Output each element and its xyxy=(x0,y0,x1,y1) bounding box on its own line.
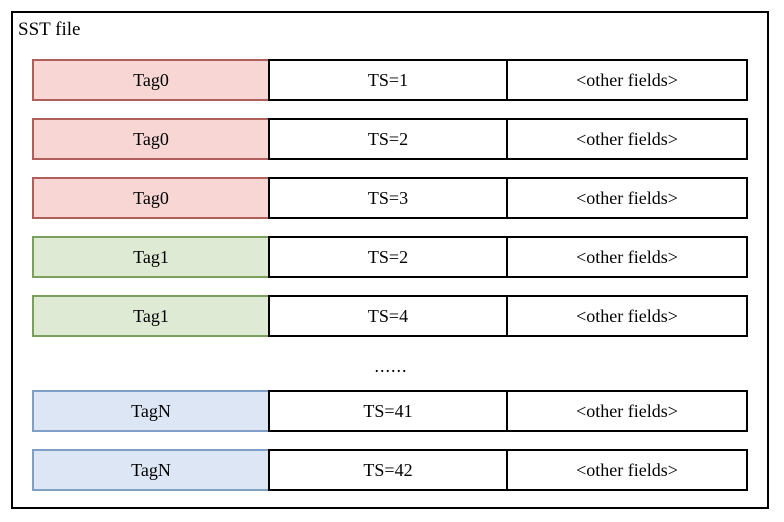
sst-file-container: SST file Tag0 TS=1 <other fields> Tag0 T… xyxy=(11,11,769,509)
other-fields-cell: <other fields> xyxy=(506,390,748,432)
timestamp-cell: TS=41 xyxy=(268,390,508,432)
other-fields-cell: <other fields> xyxy=(506,449,748,491)
timestamp-cell: TS=42 xyxy=(268,449,508,491)
tag-cell: Tag1 xyxy=(32,236,270,278)
ellipsis-separator: ...... xyxy=(374,355,408,376)
tag-cell: Tag1 xyxy=(32,295,270,337)
table-row: TagN TS=42 <other fields> xyxy=(32,449,750,491)
other-fields-cell: <other fields> xyxy=(506,295,748,337)
tag-cell: TagN xyxy=(32,390,270,432)
table-row: TagN TS=41 <other fields> xyxy=(32,390,750,432)
record-rows-group: Tag0 TS=1 <other fields> Tag0 TS=2 <othe… xyxy=(13,59,767,508)
table-row: Tag1 TS=2 <other fields> xyxy=(32,236,750,278)
timestamp-cell: TS=1 xyxy=(268,59,508,101)
other-fields-cell: <other fields> xyxy=(506,236,748,278)
table-row: Tag0 TS=1 <other fields> xyxy=(32,59,750,101)
timestamp-cell: TS=4 xyxy=(268,295,508,337)
sst-file-title: SST file xyxy=(18,19,81,40)
tag-cell: Tag0 xyxy=(32,118,270,160)
timestamp-cell: TS=2 xyxy=(268,118,508,160)
table-row: Tag1 TS=4 <other fields> xyxy=(32,295,750,337)
tag-cell: Tag0 xyxy=(32,177,270,219)
timestamp-cell: TS=3 xyxy=(268,177,508,219)
other-fields-cell: <other fields> xyxy=(506,177,748,219)
other-fields-cell: <other fields> xyxy=(506,118,748,160)
tag-cell: TagN xyxy=(32,449,270,491)
timestamp-cell: TS=2 xyxy=(268,236,508,278)
other-fields-cell: <other fields> xyxy=(506,59,748,101)
table-row: Tag0 TS=2 <other fields> xyxy=(32,118,750,160)
tag-cell: Tag0 xyxy=(32,59,270,101)
table-row: Tag0 TS=3 <other fields> xyxy=(32,177,750,219)
